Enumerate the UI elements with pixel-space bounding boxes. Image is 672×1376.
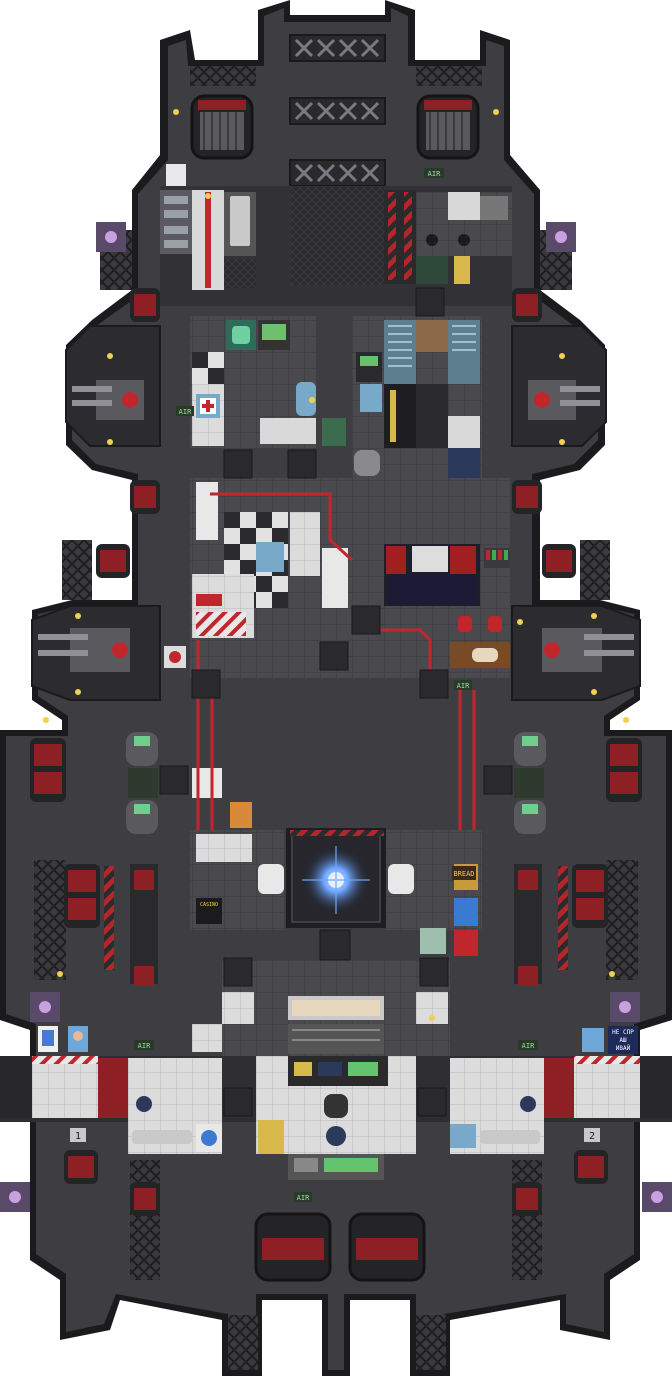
- notice-line-3: ИВАЙ: [616, 1045, 631, 1052]
- air-sign-1: AIR: [428, 170, 441, 178]
- central-core: [286, 828, 386, 928]
- core-flanks: [190, 830, 482, 956]
- docking-arms: [0, 222, 672, 1212]
- top-engine-right: [416, 94, 480, 160]
- top-engine-left: [190, 94, 254, 160]
- posters: [38, 164, 604, 1152]
- side-thrusters: [30, 288, 642, 1216]
- dock-number-2: 2: [589, 1131, 595, 1142]
- lower-hall: [192, 960, 450, 1070]
- bread-sign: BREAD: [453, 870, 474, 878]
- casino-sign: CASINO: [200, 902, 218, 908]
- dock-number-1: 1: [75, 1131, 81, 1142]
- lattice-catwalks: [34, 66, 638, 1370]
- vents: [159, 287, 513, 1117]
- air-sign-3: AIR: [457, 682, 470, 690]
- signs: AIR AIR AIR AIR AIR AIR BREAD CASINO 1 2…: [70, 168, 638, 1202]
- mid-wings: [104, 732, 568, 986]
- air-sign-5: AIR: [522, 1042, 535, 1050]
- turret-upper-left: [65, 325, 161, 447]
- turret-mid-left: [31, 605, 161, 701]
- medbay-upper: [190, 316, 346, 448]
- lounge: [352, 544, 510, 680]
- bottom-engines: [254, 1212, 426, 1282]
- notice-line-1: НЕ СПР: [612, 1029, 634, 1036]
- top-girders: [289, 34, 386, 187]
- air-sign-4: AIR: [138, 1042, 151, 1050]
- air-sign-2: AIR: [179, 408, 192, 416]
- notice-line-2: АШ: [619, 1037, 627, 1044]
- turret-mid-right: [511, 605, 641, 701]
- air-sign-6: AIR: [297, 1194, 310, 1202]
- upper-deck: [160, 186, 512, 306]
- lights: [43, 109, 629, 1021]
- turret-upper-right: [511, 325, 607, 447]
